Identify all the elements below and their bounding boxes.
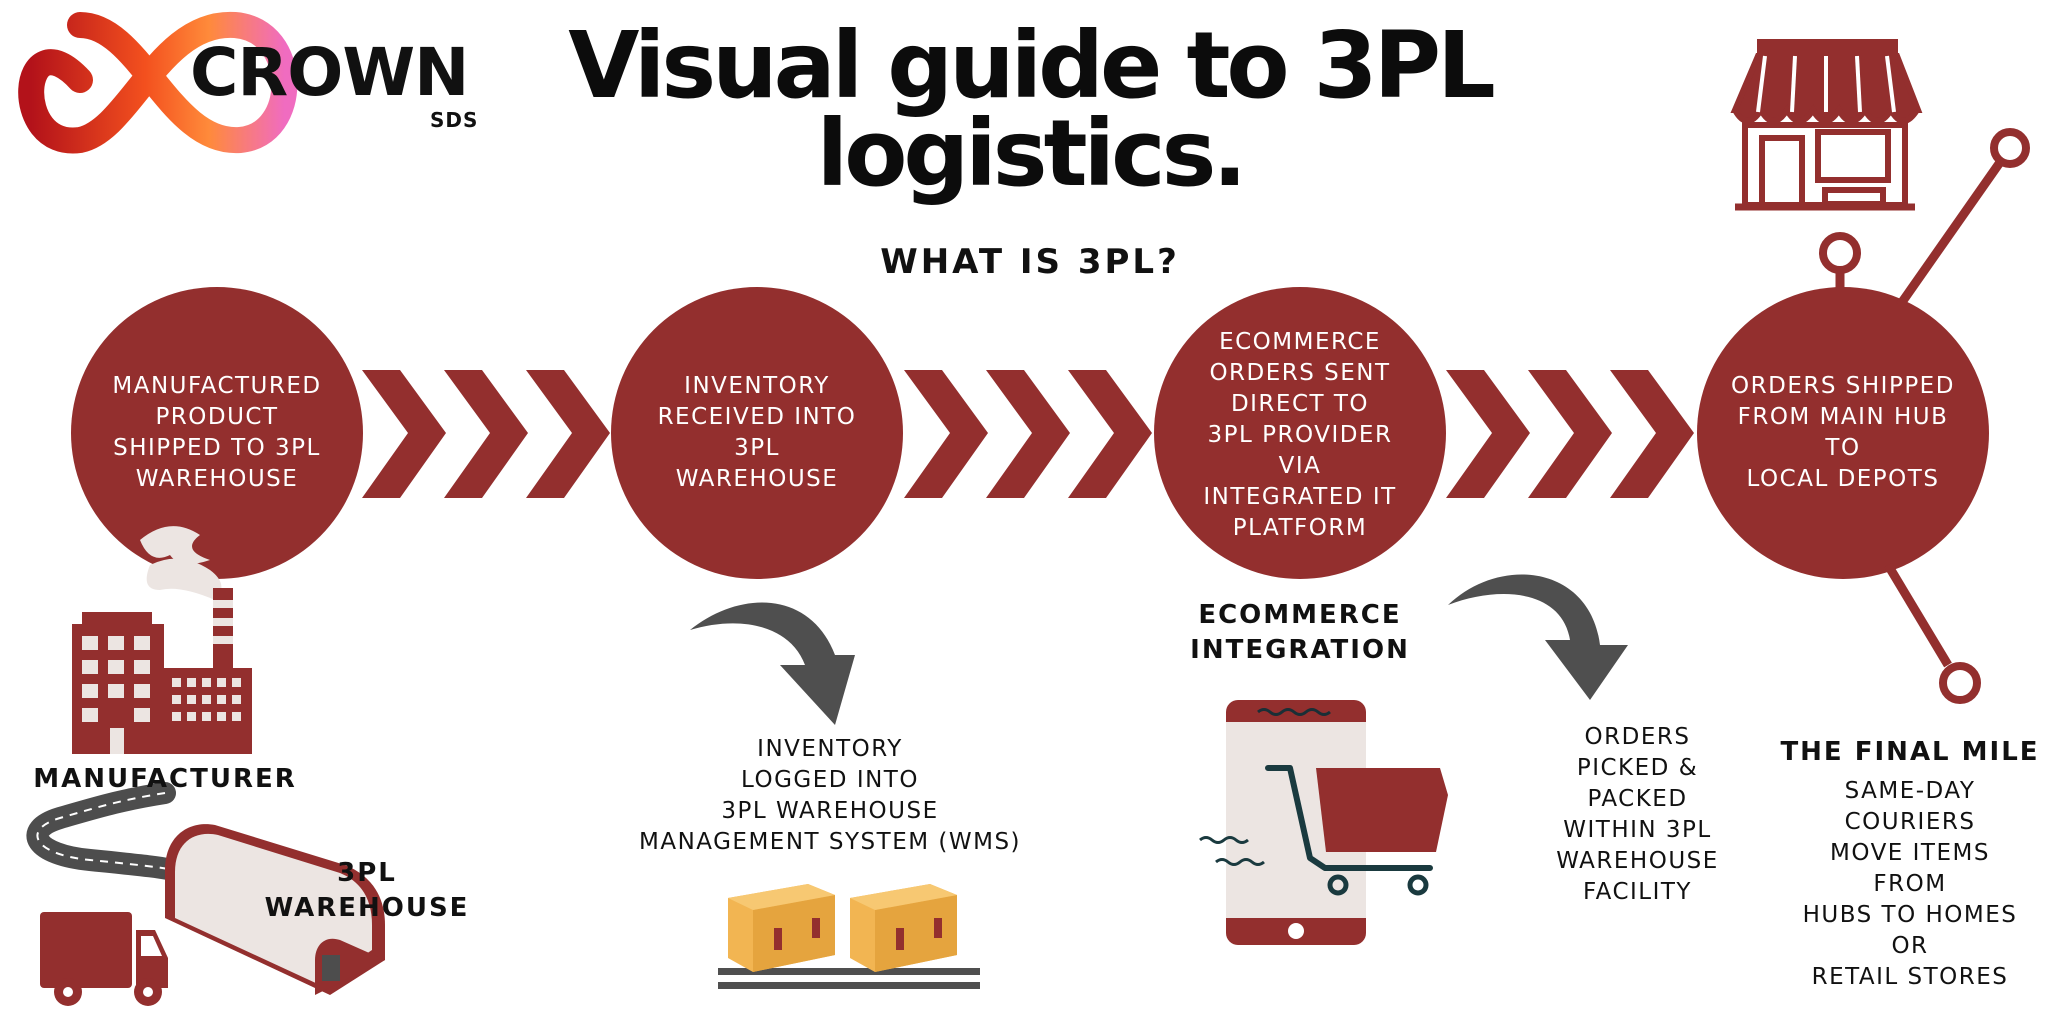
step-circle-2 bbox=[611, 287, 903, 579]
logo-wordmark: CROWN bbox=[190, 34, 469, 111]
wms-note: INVENTORY LOGGED INTO 3PL WAREHOUSE MANA… bbox=[638, 736, 1022, 855]
shopping-cart-icon bbox=[1199, 765, 1448, 896]
warehouse-label: 3PL WAREHOUSE bbox=[264, 858, 470, 923]
picked-note: ORDERS PICKED & PACKED WITHIN 3PL WAREHO… bbox=[1556, 724, 1719, 905]
factory-icon bbox=[72, 588, 252, 754]
smartphone-icon bbox=[1226, 700, 1366, 945]
step-4-text: ORDERS SHIPPED FROM MAIN HUB TO LOCAL DE… bbox=[1731, 373, 1955, 492]
step-2-text: INVENTORY RECEIVED INTO 3PL WAREHOUSE bbox=[657, 373, 857, 492]
final-mile-note: SAME-DAY COURIERS MOVE ITEMS FROM HUBS T… bbox=[1802, 778, 2018, 990]
boxes-icon bbox=[718, 884, 980, 989]
warehouse-icon bbox=[165, 824, 385, 995]
curved-arrow-icon bbox=[690, 602, 855, 725]
chevron-arrow-icon bbox=[1446, 370, 1694, 498]
step-3-text: ECOMMERCE ORDERS SENT DIRECT TO 3PL PROV… bbox=[1203, 328, 1397, 541]
smoke-icon bbox=[140, 526, 222, 600]
road-icon bbox=[26, 782, 191, 883]
page-title: Visual guide to 3PL logistics. bbox=[568, 12, 1495, 207]
curved-arrow-icon bbox=[1448, 574, 1628, 700]
ecommerce-label: ECOMMERCE INTEGRATION bbox=[1190, 600, 1410, 665]
logo-subtext: SDS bbox=[430, 108, 479, 132]
step-circle-3 bbox=[1154, 287, 1446, 579]
infinity-logo-icon bbox=[18, 11, 298, 154]
step-1-text: MANUFACTURED PRODUCT SHIPPED TO 3PL WARE… bbox=[112, 373, 322, 492]
network-icon bbox=[1819, 128, 2030, 704]
manufacturer-label: MANUFACTURER bbox=[33, 764, 297, 794]
shop-icon bbox=[1730, 39, 1923, 211]
page-subtitle: WHAT IS 3PL? bbox=[880, 242, 1180, 282]
step-circle-4 bbox=[1697, 287, 1989, 579]
chevron-arrow-icon bbox=[362, 370, 610, 498]
step-circle-1 bbox=[71, 287, 363, 579]
final-mile-label: THE FINAL MILE bbox=[1780, 737, 2040, 767]
delivery-truck-icon bbox=[40, 912, 168, 1006]
chevron-arrow-icon bbox=[904, 370, 1152, 498]
